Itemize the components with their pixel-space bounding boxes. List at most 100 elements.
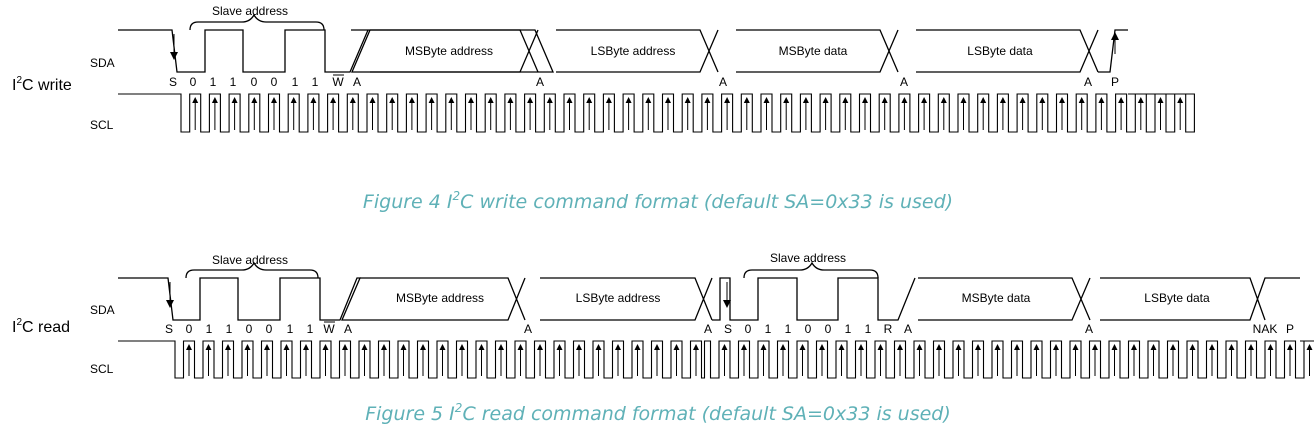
write-slave-address-label: Slave address — [212, 4, 288, 18]
write-scl-label: SCL — [90, 118, 114, 132]
write-start-arrowhead — [170, 52, 178, 60]
read-bit-ack: A — [344, 322, 352, 336]
clock-edge-arrowhead — [1092, 344, 1098, 350]
clock-edge-arrowhead — [576, 344, 582, 350]
clock-edge-arrowhead — [1072, 344, 1079, 350]
clock-edge-arrowhead — [205, 344, 212, 350]
clock-edge-arrowhead — [448, 97, 455, 103]
clock-edge-arrowhead — [478, 344, 485, 350]
read-bit-ack: A — [1085, 322, 1093, 336]
clock-edge-arrowhead — [264, 344, 270, 350]
write-bit-ack: A — [719, 75, 727, 89]
clock-edge-arrowhead — [1039, 97, 1046, 103]
clock-edge-arrowhead — [381, 344, 387, 350]
read-bit-restart: S — [724, 322, 732, 336]
clock-edge-arrowhead — [704, 97, 711, 103]
clock-edge-arrowhead — [760, 344, 767, 350]
write-bit-ack: A — [1084, 75, 1092, 89]
read-start-arrowhead — [166, 300, 174, 308]
clock-edge-arrowhead — [921, 97, 928, 103]
read-bit-stop: P — [1286, 322, 1294, 336]
clock-edge-arrowhead — [428, 97, 435, 103]
read-slave-address-label: Slave address — [212, 253, 288, 267]
clock-edge-arrowhead — [1059, 97, 1065, 103]
clock-edge-arrowhead — [389, 97, 396, 103]
write-bit: S — [169, 75, 177, 89]
clock-edge-arrowhead — [566, 97, 573, 103]
clock-edge-arrowhead — [225, 344, 231, 350]
write-slave-address-brace — [189, 13, 325, 31]
clock-edge-arrowhead — [322, 344, 329, 350]
read-bit: 1 — [206, 322, 213, 336]
clock-edge-arrowhead — [290, 97, 297, 103]
clock-edge-arrowhead — [743, 97, 750, 103]
write-field-msbyte-data: MSByte data — [779, 44, 848, 58]
clock-edge-arrowhead — [1014, 344, 1020, 350]
clock-edge-arrowhead — [1267, 344, 1274, 350]
clock-edge-arrowhead — [724, 97, 731, 103]
write-sda-bus — [370, 29, 1128, 73]
clock-edge-arrowhead — [1157, 97, 1164, 103]
clock-edge-arrowhead — [994, 344, 1001, 350]
clock-edge-arrowhead — [192, 97, 199, 103]
clock-edge-arrowhead — [741, 344, 747, 350]
read-scl-label: SCL — [90, 362, 114, 376]
write-bit-labels: S 0 1 1 0 0 1 1 W A A A A A P — [169, 74, 1119, 89]
clock-edge-arrowhead — [877, 344, 884, 350]
write-sda-label: SDA — [90, 56, 115, 70]
clock-edge-arrowhead — [498, 344, 504, 350]
write-bit-write: W — [332, 75, 344, 89]
clock-edge-arrowhead — [936, 344, 942, 350]
clock-edge-arrowhead — [231, 97, 238, 103]
read-slave-address-brace — [185, 261, 319, 279]
clock-edge-arrowhead — [244, 344, 251, 350]
clock-edge-arrowhead — [349, 97, 356, 103]
clock-edge-arrowhead — [1248, 344, 1254, 350]
clock-edge-arrowhead — [556, 344, 563, 350]
read-bit: 1 — [226, 322, 233, 336]
read-bit-read: R — [884, 322, 893, 336]
clock-edge-arrowhead — [799, 344, 806, 350]
clock-edge-arrowhead — [822, 97, 829, 103]
clock-edge-arrowhead — [605, 97, 612, 103]
clock-edge-arrowhead — [211, 97, 218, 103]
clock-edge-arrowhead — [251, 97, 258, 103]
read-bit: S — [165, 322, 173, 336]
read-bit: 0 — [745, 322, 752, 336]
clock-edge-arrowhead — [186, 344, 192, 350]
clock-edge-arrowhead — [634, 344, 641, 350]
clock-edge-arrowhead — [1053, 344, 1059, 350]
write-field-msbyte-address: MSByte address — [405, 44, 493, 58]
read-scl-arrows — [186, 344, 1313, 376]
clock-edge-arrowhead — [400, 344, 407, 350]
write-title: I2C write — [12, 75, 72, 94]
clock-edge-arrowhead — [940, 97, 947, 103]
clock-edge-arrowhead — [527, 97, 534, 103]
clock-edge-arrowhead — [881, 97, 888, 103]
clock-edge-arrowhead — [546, 97, 553, 103]
read-bit: 1 — [865, 322, 872, 336]
clock-edge-arrowhead — [960, 97, 967, 103]
clock-edge-arrowhead — [1111, 344, 1118, 350]
clock-edge-arrowhead — [459, 344, 465, 350]
clock-edge-arrowhead — [595, 344, 602, 350]
write-bit-ack: A — [536, 75, 544, 89]
write-bit: 1 — [292, 75, 299, 89]
read-title: I2C read — [12, 317, 70, 336]
read-field-msbyte-data: MSByte data — [962, 291, 1031, 305]
clock-edge-arrowhead — [342, 344, 348, 350]
clock-edge-arrowhead — [645, 97, 652, 103]
clock-edge-arrowhead — [693, 344, 699, 350]
clock-edge-arrowhead — [897, 344, 903, 350]
clock-edge-arrowhead — [1177, 97, 1184, 103]
read-bit: 1 — [307, 322, 314, 336]
clock-edge-arrowhead — [517, 344, 524, 350]
clock-edge-arrowhead — [838, 344, 845, 350]
clock-edge-arrowhead — [330, 97, 337, 103]
clock-edge-arrowhead — [858, 344, 864, 350]
figure-4-caption: Figure 4 I2C write command format (defau… — [363, 189, 953, 213]
write-diagram: I2C write SDA SCL Slave address MSByte a… — [12, 4, 1195, 213]
clock-edge-arrowhead — [283, 344, 290, 350]
clock-edge-arrowhead — [721, 344, 728, 350]
